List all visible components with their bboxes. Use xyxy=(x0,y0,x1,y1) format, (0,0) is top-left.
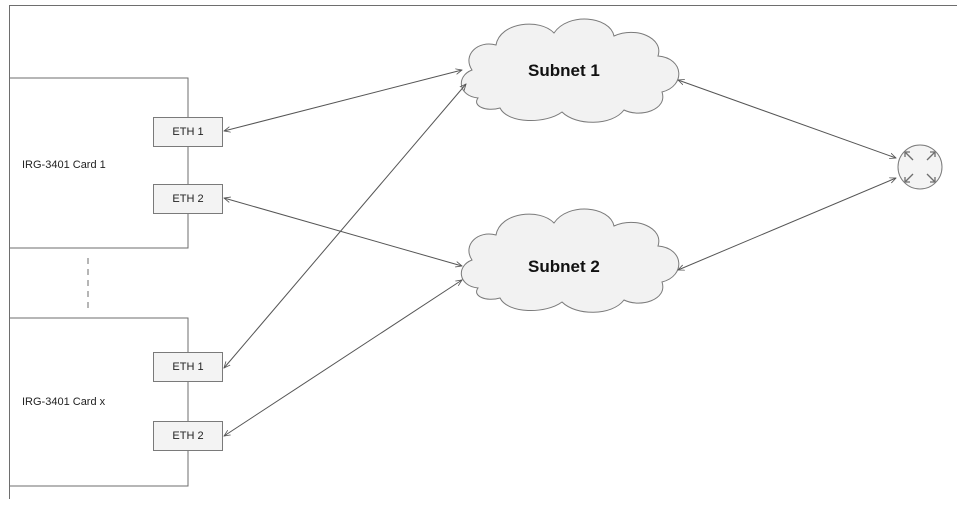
card-1-eth1-port: ETH 1 xyxy=(153,117,223,147)
card-1-enclosure xyxy=(10,77,189,249)
link-card1-eth1-subnet1 xyxy=(224,70,462,131)
router-icon xyxy=(897,144,943,190)
link-cardx-eth2-subnet2 xyxy=(224,280,462,436)
card-x-enclosure xyxy=(10,317,189,487)
subnet-2-cloud xyxy=(461,208,680,313)
link-cardx-eth1-subnet1 xyxy=(224,84,466,368)
card-1-eth2-port: ETH 2 xyxy=(153,184,223,214)
card-x-eth2-port: ETH 2 xyxy=(153,421,223,451)
card-x-eth1-port: ETH 1 xyxy=(153,352,223,382)
card-1-label: IRG-3401 Card 1 xyxy=(22,159,106,171)
link-card1-eth2-subnet2 xyxy=(224,198,462,266)
card-x-label: IRG-3401 Card x xyxy=(22,396,106,408)
subnet-1-cloud xyxy=(461,18,680,123)
subnet-2-label: Subnet 2 xyxy=(528,257,600,276)
diagram-frame xyxy=(9,5,957,499)
link-subnet2-router xyxy=(678,178,896,270)
link-subnet1-router xyxy=(678,80,896,158)
subnet-1-label: Subnet 1 xyxy=(528,61,600,80)
